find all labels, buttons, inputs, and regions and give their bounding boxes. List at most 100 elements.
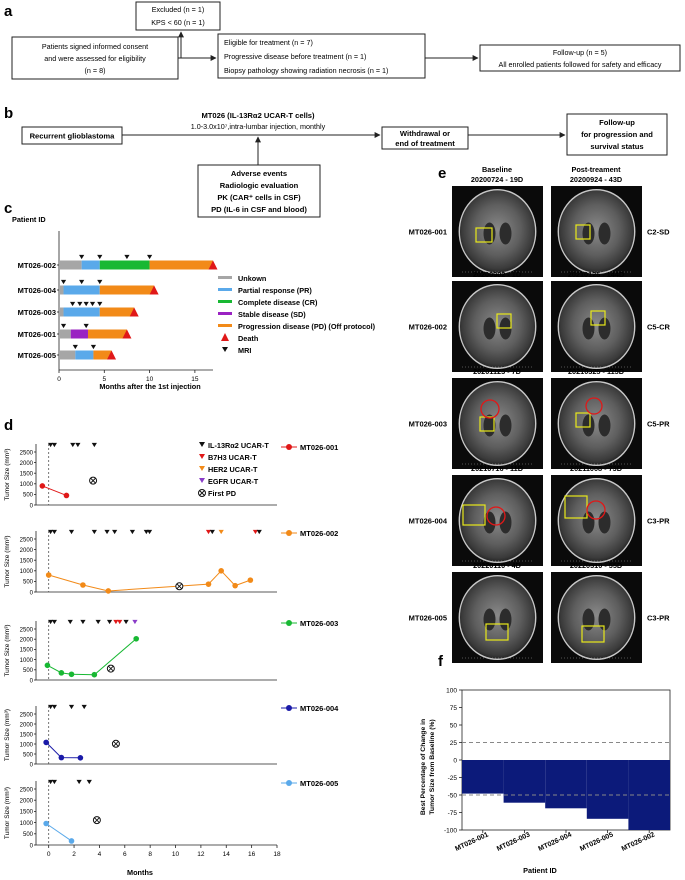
tumor-infusion-il13 xyxy=(47,442,54,448)
mri-lesion-box-post xyxy=(590,310,606,326)
swimmer-bar-pr xyxy=(63,307,100,317)
mri-patient-label: MT026-005 xyxy=(409,614,447,623)
tumor-legend-label: MT026-003 xyxy=(300,619,338,628)
tumor-legend-dot xyxy=(286,705,292,711)
panel-label-d: d xyxy=(4,417,13,434)
swimmer-mri-marker xyxy=(79,254,85,260)
swimmer-bar-unknown xyxy=(59,307,64,317)
mri-patient-label: MT026-003 xyxy=(409,420,447,429)
tumor-ylabel: Tumor Size (mm³) xyxy=(4,535,11,587)
eligible-line-3: Biopsy pathology showing radiation necro… xyxy=(224,66,388,75)
tumor-xtick-label: 8 xyxy=(148,851,152,858)
tumor-ytick-label: 2500 xyxy=(20,627,34,633)
legend-swatch-sd xyxy=(218,312,232,315)
waterfall-plot: Patient ID Best Percentage of Change in … xyxy=(420,687,671,875)
mri-skull-outline xyxy=(557,380,636,467)
legend-egfr-icon xyxy=(199,478,205,483)
tumor-xtick-label: 0 xyxy=(47,851,51,858)
tumor-infusion-il13 xyxy=(106,619,113,625)
mri-date-baseline: 20200724 - 19D xyxy=(471,175,523,184)
waterfall-category-label: MT026-003 xyxy=(496,831,531,853)
mri-brain-scan xyxy=(459,189,536,274)
tumor-series-point xyxy=(39,483,46,489)
tumor-series-point xyxy=(218,568,224,574)
withdrawal-box xyxy=(381,126,469,150)
swimmer-bar-unknown xyxy=(59,329,71,339)
swimmer-bar-pd xyxy=(99,285,155,295)
tumor-legend-label: MT026-005 xyxy=(300,779,338,788)
tumor-infusion-il13 xyxy=(81,704,87,710)
mri-brain-scan xyxy=(459,381,536,466)
swimmer-mri-marker xyxy=(90,344,97,350)
mri-ventricle xyxy=(598,511,611,534)
eval-line-1: Adverse events xyxy=(231,169,287,178)
mri-lesion-box-baseline xyxy=(496,313,512,329)
tumor-series-point xyxy=(44,662,51,669)
waterfall-ytick-label: 50 xyxy=(450,722,458,729)
tumor-legend-dot xyxy=(286,780,292,786)
panel-label-e: e xyxy=(438,165,446,182)
tumor-xtick-label: 6 xyxy=(123,851,127,858)
legend-first-pd: First PD xyxy=(208,489,236,498)
mri-response-label: C5-PR xyxy=(647,420,670,429)
tumor-ytick-label: 0 xyxy=(30,762,34,768)
tumor-ylabel: Tumor Size (mm³) xyxy=(4,709,11,761)
waterfall-xlabel: Patient ID xyxy=(523,866,557,875)
tumor-first-pd-cross xyxy=(90,477,96,484)
tumor-infusion-egfr xyxy=(132,619,138,625)
mri-date-post: 20210325 - 115D xyxy=(568,367,624,376)
tumor-infusion-il13 xyxy=(76,779,82,785)
swimmer-bar-pd xyxy=(99,307,135,317)
mri-brain-scan xyxy=(459,478,536,563)
excluded-box xyxy=(135,1,221,31)
tumor-infusion-b7h3 xyxy=(113,619,119,625)
waterfall-bar xyxy=(503,760,546,803)
legend-pd: Progression disease (PD) (Off protocol) xyxy=(238,322,376,331)
swimmer-mri-marker xyxy=(97,279,103,285)
tumor-ytick-label: 2000 xyxy=(20,461,34,467)
tumor-series-point xyxy=(77,755,84,761)
flow-b: Recurrent glioblastoma MT026 (IL-13Rα2 U… xyxy=(21,111,668,218)
tumor-ytick-label: 1500 xyxy=(20,559,34,565)
legend-swatch-pr xyxy=(218,288,232,291)
tumor-infusion-b7h3 xyxy=(252,529,259,535)
followup-b-line-2: for progression and xyxy=(581,130,653,139)
tumor-ytick-label: 500 xyxy=(23,580,34,586)
waterfall-bar xyxy=(586,760,629,819)
mri-ventricle xyxy=(499,222,512,245)
panel-label-c: c xyxy=(4,200,12,217)
mri-skull-outline xyxy=(458,283,537,370)
eligible-line-2: Progressive disease before treatment (n … xyxy=(224,52,366,61)
tumor-ytick-label: 1000 xyxy=(20,569,34,575)
swimmer-mri-marker xyxy=(77,301,83,307)
waterfall-ytick-label: 25 xyxy=(450,740,458,747)
mri-ventricle xyxy=(499,414,512,437)
swimmer-patient-label: MT026-003 xyxy=(18,308,56,317)
withdrawal-line-2: end of treatment xyxy=(395,139,455,148)
tumor-series-line xyxy=(47,638,137,676)
waterfall-ytick-label: -50 xyxy=(448,792,458,799)
tumor-ylabel: Tumor Size (mm³) xyxy=(4,448,11,500)
tumor-ytick-label: 1000 xyxy=(20,658,34,664)
mri-ventricle xyxy=(582,414,595,437)
tumor-axes xyxy=(35,781,277,846)
tumor-infusion-il13 xyxy=(47,779,54,785)
legend-b7h3-icon xyxy=(199,454,205,459)
legend-mri-icon xyxy=(222,347,228,352)
waterfall-ylabel-2: Tumor Size from Baseline (%) xyxy=(429,719,436,814)
waterfall-ytick-label: -100 xyxy=(444,827,457,834)
tumor-infusion-il13 xyxy=(91,442,97,448)
legend-swatch-cr xyxy=(218,300,232,303)
mri-response-label: C3-PR xyxy=(647,517,670,526)
waterfall-bar xyxy=(545,760,587,809)
swimmer-patient-label: MT026-005 xyxy=(18,351,56,360)
tumor-infusion-il13 xyxy=(256,529,262,535)
waterfall-ytick-label: 100 xyxy=(446,687,457,694)
mri-lesion-box-baseline xyxy=(485,623,509,641)
legend-her2: HER2 UCAR-T xyxy=(208,465,258,474)
tumor-xlabel: Months xyxy=(127,868,153,877)
tumor-ytick-label: 2500 xyxy=(20,712,34,718)
swimmer-bar-pr xyxy=(63,285,100,295)
eligible-box xyxy=(217,33,426,79)
